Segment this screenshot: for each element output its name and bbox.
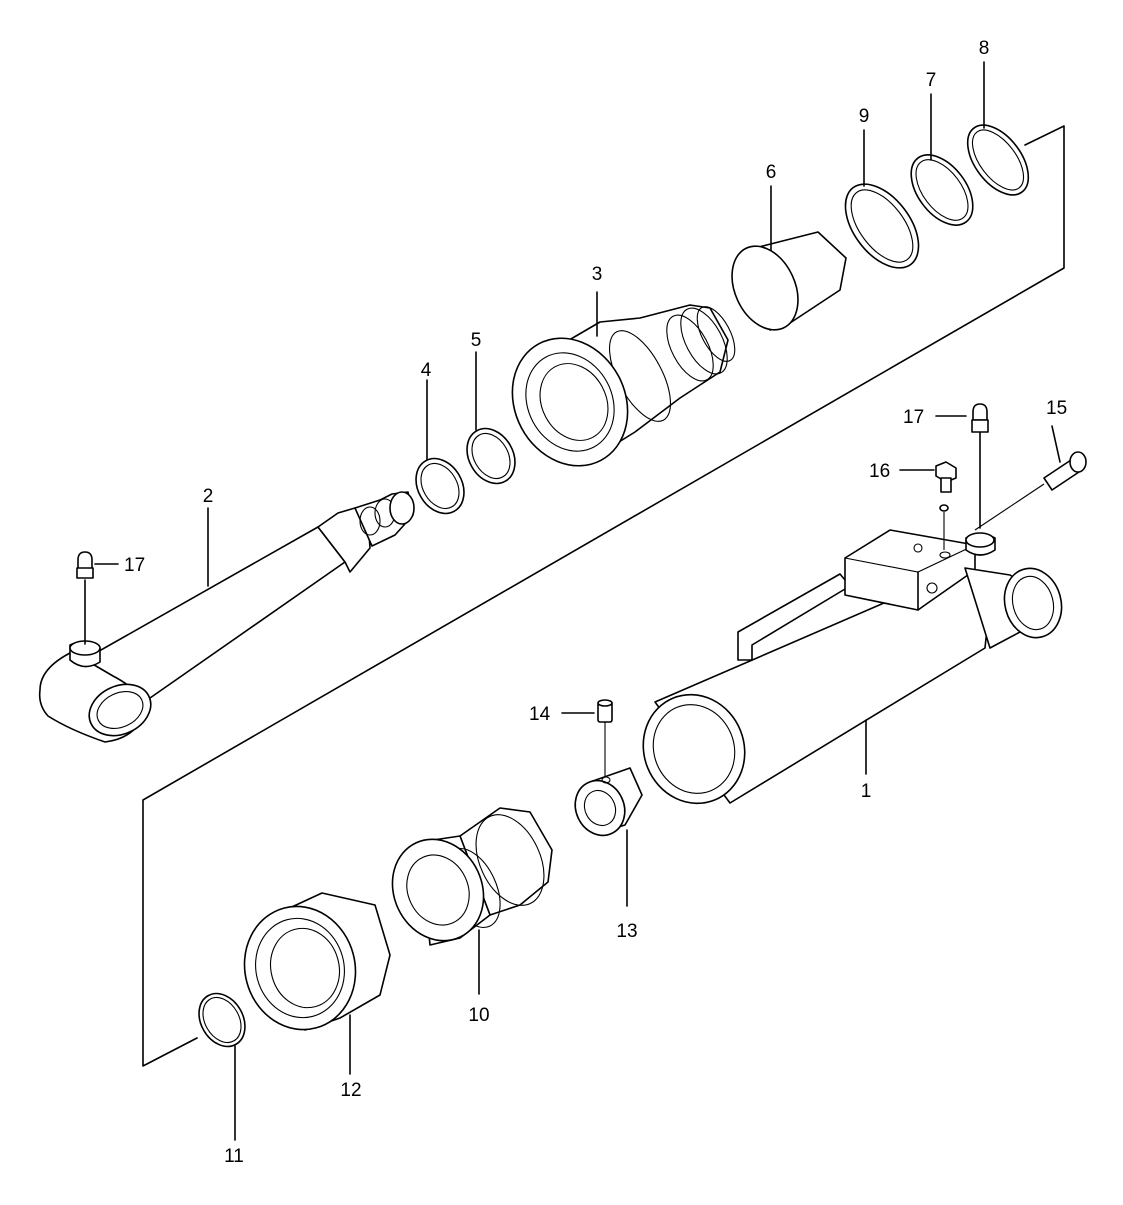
part-11-seal-ring — [198, 992, 246, 1141]
callout-15: 15 — [1046, 398, 1067, 419]
callout-2: 2 — [203, 486, 214, 507]
callout-4: 4 — [421, 360, 432, 381]
callout-13: 13 — [616, 921, 637, 942]
callout-14: 14 — [529, 704, 551, 725]
callout-8: 8 — [979, 38, 990, 59]
part-14-pin — [561, 699, 613, 776]
callout-17-rod: 17 — [124, 555, 145, 576]
part-3-cylinder-head — [511, 291, 736, 467]
part-10-piston — [391, 807, 553, 995]
part-16-plug — [899, 461, 957, 550]
callout-17-tube: 17 — [903, 407, 924, 428]
part-17-grease-fitting-rod — [76, 551, 119, 645]
callout-9: 9 — [859, 106, 870, 127]
part-6-bushing — [731, 185, 847, 331]
callout-5: 5 — [471, 330, 482, 351]
assembly-boundary-line — [142, 125, 1065, 1067]
part-4-seal-ring — [415, 379, 465, 515]
callout-16: 16 — [869, 461, 890, 482]
part-17-grease-fitting-tube — [935, 403, 989, 529]
callout-10: 10 — [468, 1005, 489, 1026]
part-1-cylinder-tube — [642, 529, 1063, 805]
part-13-collar — [574, 767, 643, 907]
callout-6: 6 — [766, 162, 777, 183]
callout-7: 7 — [926, 70, 937, 91]
part-7-seal-ring — [910, 93, 974, 226]
part-12-bushing — [243, 892, 391, 1075]
callout-1: 1 — [861, 781, 872, 802]
part-2-piston-rod — [38, 491, 415, 743]
part-8-seal-ring — [966, 61, 1030, 196]
callout-11: 11 — [224, 1146, 244, 1167]
callout-12: 12 — [340, 1080, 361, 1101]
part-9-seal-ring — [844, 129, 920, 269]
part-5-seal-ring — [466, 351, 516, 485]
callout-3: 3 — [592, 264, 603, 285]
part-15-pin — [974, 425, 1087, 531]
